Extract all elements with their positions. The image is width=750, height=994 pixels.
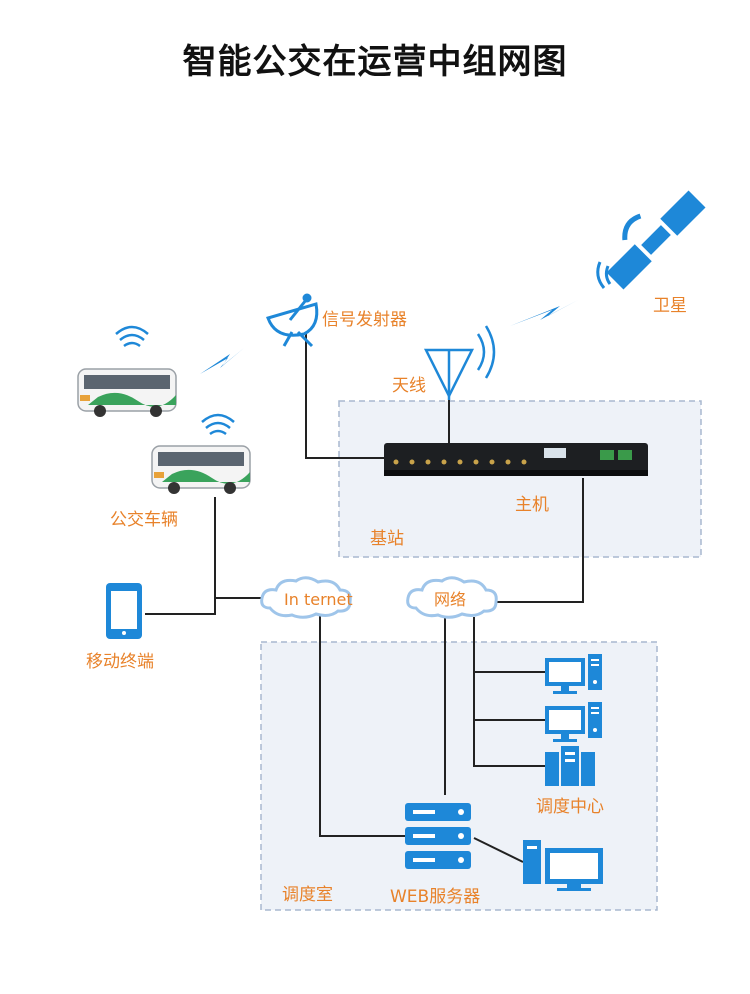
desktop-computer-icon bbox=[523, 840, 603, 891]
network-label: 网络 bbox=[434, 590, 466, 609]
host-label: 主机 bbox=[515, 495, 549, 515]
mobile-label: 移动终端 bbox=[86, 652, 154, 672]
signal-bolt-icon bbox=[510, 300, 578, 326]
connection-lines bbox=[145, 333, 584, 863]
host-device bbox=[384, 443, 648, 476]
mobile-phone-icon bbox=[106, 583, 142, 639]
server-cluster-icon bbox=[545, 746, 595, 786]
satellite-icon bbox=[606, 190, 706, 290]
bus-icon bbox=[77, 368, 177, 418]
signal-bolt-icon bbox=[200, 348, 244, 374]
wifi-icon bbox=[115, 325, 235, 436]
base-station-label: 基站 bbox=[370, 529, 404, 549]
diagram-title: 智能公交在运营中组网图 bbox=[182, 42, 568, 82]
server-tower-icon bbox=[588, 654, 602, 690]
base-station-zone bbox=[338, 400, 702, 558]
bus-icon bbox=[151, 445, 251, 495]
antenna-icon bbox=[423, 325, 496, 400]
antenna-label: 天线 bbox=[392, 376, 426, 396]
dispatch-center-label: 调度中心 bbox=[536, 797, 604, 817]
web-server-label: WEB服务器 bbox=[390, 887, 480, 907]
satellite-label: 卫星 bbox=[653, 296, 687, 316]
server-tower-icon bbox=[588, 702, 602, 738]
dish-antenna-icon bbox=[266, 293, 319, 348]
web-server-icon bbox=[405, 803, 471, 869]
dispatch-room-label: 调度室 bbox=[282, 885, 333, 905]
transmitter-label: 信号发射器 bbox=[322, 310, 407, 330]
bus-label: 公交车辆 bbox=[110, 510, 178, 530]
internet-label: In ternet bbox=[284, 590, 353, 609]
